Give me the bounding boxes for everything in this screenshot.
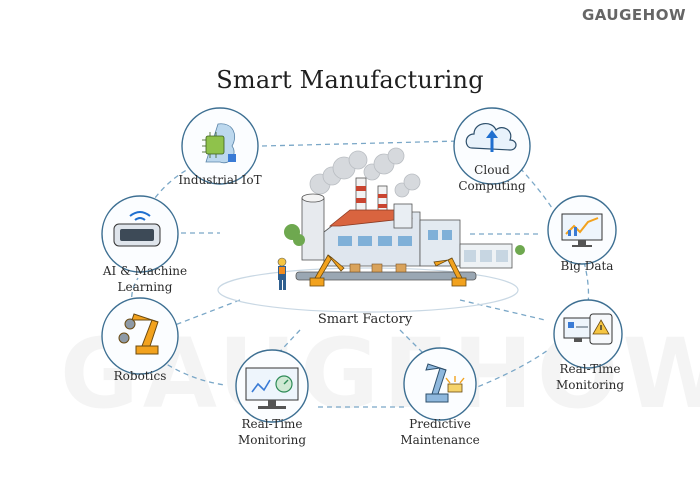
factory-icon bbox=[277, 147, 525, 290]
node-industrial-iot bbox=[181, 107, 259, 185]
brand-logo: GAUGEHOW bbox=[581, 6, 686, 24]
node-predictive-maintenance bbox=[403, 347, 477, 421]
connector-pm-rtm-right bbox=[469, 349, 549, 391]
robot-arm-icon bbox=[118, 313, 159, 355]
connector-factory-robotics bbox=[174, 299, 241, 326]
chip-icon bbox=[202, 123, 236, 164]
cloud-upload-icon bbox=[465, 123, 517, 152]
page-title: Smart Manufacturing bbox=[216, 66, 484, 94]
wifi-device-icon bbox=[113, 211, 161, 247]
node-big-data bbox=[547, 195, 617, 265]
factory-ground bbox=[217, 267, 519, 313]
node-label-industrial-iot: Industrial IoT bbox=[178, 173, 262, 187]
connector-factory-pm bbox=[399, 329, 431, 361]
node-real-time-monitoring-right bbox=[553, 299, 623, 369]
center-label-smart-factory: Smart Factory bbox=[317, 312, 413, 327]
node-label-predictive-maintenance: Predictive Maintenance bbox=[400, 417, 480, 447]
node-label-cloud-computing: Cloud Computing bbox=[458, 163, 526, 193]
node-label-ai-machine-learning: AI & Machine Learning bbox=[102, 264, 188, 294]
alert-tablet-icon bbox=[563, 313, 613, 345]
connector-iot-cloud bbox=[261, 140, 461, 147]
node-label-real-time-monitoring-left: Real-Time Monitoring bbox=[237, 417, 307, 447]
connector-factory-rtm-right bbox=[459, 299, 546, 321]
node-label-robotics: Robotics bbox=[113, 369, 167, 383]
connector-ai-bigdata bbox=[172, 232, 540, 235]
robot-sparks-icon bbox=[425, 363, 465, 403]
node-cloud-computing bbox=[453, 107, 531, 185]
connector-factory-rtm bbox=[271, 329, 301, 361]
monitor-gauge-icon bbox=[245, 367, 299, 409]
connector-cloud-bigdata bbox=[519, 167, 553, 209]
chart-monitor-icon bbox=[561, 213, 603, 247]
node-real-time-monitoring-left bbox=[235, 349, 309, 423]
node-label-big-data: Big Data bbox=[560, 259, 614, 273]
node-ai-machine-learning bbox=[101, 195, 179, 273]
connector-robotics-rtm bbox=[159, 359, 226, 386]
node-label-real-time-monitoring-right: Real-Time Monitoring bbox=[555, 362, 625, 392]
node-robotics bbox=[101, 297, 179, 375]
